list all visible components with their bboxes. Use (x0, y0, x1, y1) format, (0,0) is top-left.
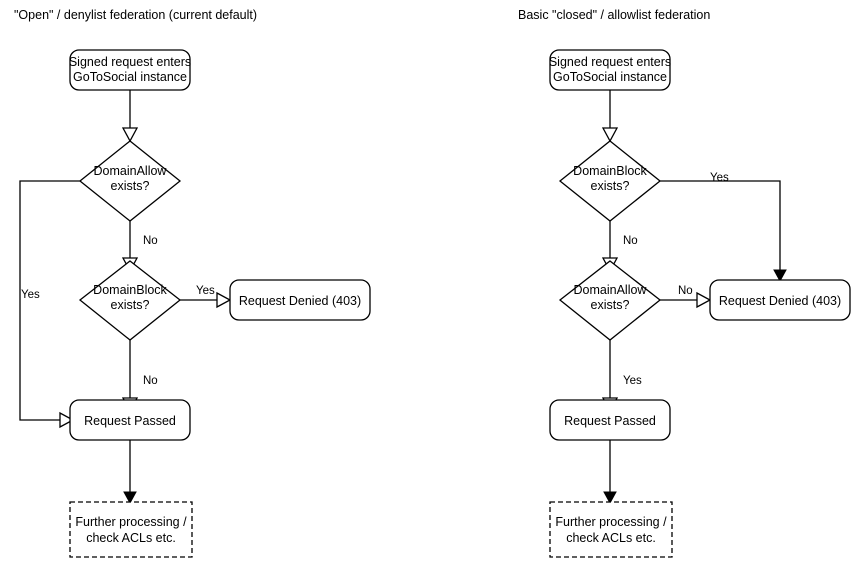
allowlist-request-passed-label: Request Passed (564, 414, 656, 428)
denylist-entry-label-line2: GoToSocial instance (73, 70, 187, 84)
denylist-decision-domainallow[interactable]: DomainAllow exists? (78, 140, 182, 222)
allowlist-edge-allow-yes-label: Yes (623, 375, 642, 387)
denylist-request-passed-label: Request Passed (84, 414, 176, 428)
denylist-edge-allow-yes-label: Yes (21, 289, 40, 301)
denylist-further-processing-label-line2: check ACLs etc. (86, 531, 176, 545)
allowlist-further-processing-label-line2: check ACLs etc. (566, 531, 656, 545)
denylist-entry-label-line1: Signed request enters (69, 55, 191, 69)
allowlist-request-denied-node[interactable]: Request Denied (403) (709, 279, 851, 321)
denylist-decision-domainblock[interactable]: DomainBlock exists? (78, 260, 182, 341)
allowlist-further-processing-node[interactable]: Further processing / check ACLs etc. (549, 501, 673, 558)
denylist-edge-passed-to-further-arrowhead (123, 491, 137, 505)
denylist-entry-node[interactable]: Signed request enters GoToSocial instanc… (69, 49, 191, 91)
allowlist-edge-block-yes-path (660, 180, 781, 272)
allowlist-decision-domainblock-label-line1: DomainBlock (573, 164, 647, 178)
allowlist-edge-passed-to-further-arrowhead (603, 491, 617, 505)
denylist-further-processing-label-line1: Further processing / (75, 515, 187, 529)
denylist-decision-domainblock-label-line1: DomainBlock (93, 283, 167, 297)
allowlist-decision-domainblock-label-line2: exists? (591, 179, 630, 193)
allowlist-further-processing-box[interactable] (549, 501, 673, 558)
allowlist-further-processing-label-line1: Further processing / (555, 515, 667, 529)
allowlist-edge-block-yes-label: Yes (710, 172, 729, 184)
allowlist-edge-block-yes: Yes (660, 172, 787, 283)
denylist-decision-domainallow-label-line1: DomainAllow (94, 164, 168, 178)
panel-allowlist-title: Basic "closed" / allowlist federation (518, 8, 710, 22)
denylist-edge-allow-no-label: No (143, 235, 158, 247)
denylist-edge-block-no-label: No (143, 375, 158, 387)
denylist-edge-entry-to-allow-arrowhead (121, 127, 139, 143)
allowlist-edge-passed-to-further (603, 440, 617, 505)
allowlist-edge-entry-to-block-arrowhead (601, 127, 619, 143)
denylist-request-passed-node[interactable]: Request Passed (69, 399, 191, 441)
denylist-decision-domainallow-label-line2: exists? (111, 179, 150, 193)
allowlist-entry-label-line1: Signed request enters (549, 55, 671, 69)
allowlist-request-denied-box[interactable] (709, 279, 851, 321)
denylist-edge-allow-yes-arrowhead (59, 411, 75, 429)
allowlist-edge-allow-no-label: No (678, 285, 693, 297)
denylist-edge-allow-yes-path (19, 180, 80, 421)
denylist-edge-block-yes: Yes (180, 285, 232, 309)
panel-denylist: "Open" / denylist federation (current de… (14, 8, 371, 558)
denylist-request-denied-node[interactable]: Request Denied (403) (229, 279, 371, 321)
allowlist-edge-block-no-label: No (623, 235, 638, 247)
denylist-decision-domainblock-label-line2: exists? (111, 298, 150, 312)
allowlist-edge-allow-no: No (660, 285, 712, 309)
allowlist-request-denied-label: Request Denied (403) (719, 294, 841, 308)
allowlist-entry-node[interactable]: Signed request enters GoToSocial instanc… (549, 49, 671, 91)
allowlist-edge-entry-to-block (601, 90, 619, 143)
allowlist-entry-label-line2: GoToSocial instance (553, 70, 667, 84)
denylist-edge-allow-yes: Yes (19, 180, 80, 429)
allowlist-request-passed-node[interactable]: Request Passed (549, 399, 671, 441)
denylist-edge-passed-to-further (123, 440, 137, 505)
denylist-further-processing-node[interactable]: Further processing / check ACLs etc. (69, 501, 193, 558)
allowlist-decision-domainblock[interactable]: DomainBlock exists? (558, 140, 662, 222)
denylist-edge-block-yes-label: Yes (196, 285, 215, 297)
allowlist-decision-domainallow-label-line1: DomainAllow (574, 283, 648, 297)
panel-denylist-title: "Open" / denylist federation (current de… (14, 8, 257, 22)
panel-allowlist: Basic "closed" / allowlist federation Si… (518, 8, 851, 558)
allowlist-edge-block-yes-arrowhead (773, 269, 787, 283)
denylist-edge-entry-to-allow (121, 90, 139, 143)
denylist-request-denied-box[interactable] (229, 279, 371, 321)
allowlist-edge-allow-no-arrowhead (696, 291, 712, 309)
allowlist-decision-domainallow[interactable]: DomainAllow exists? (558, 260, 662, 341)
denylist-further-processing-box[interactable] (69, 501, 193, 558)
denylist-request-denied-label: Request Denied (403) (239, 294, 361, 308)
denylist-edge-block-yes-arrowhead (216, 291, 232, 309)
allowlist-decision-domainallow-label-line2: exists? (591, 298, 630, 312)
